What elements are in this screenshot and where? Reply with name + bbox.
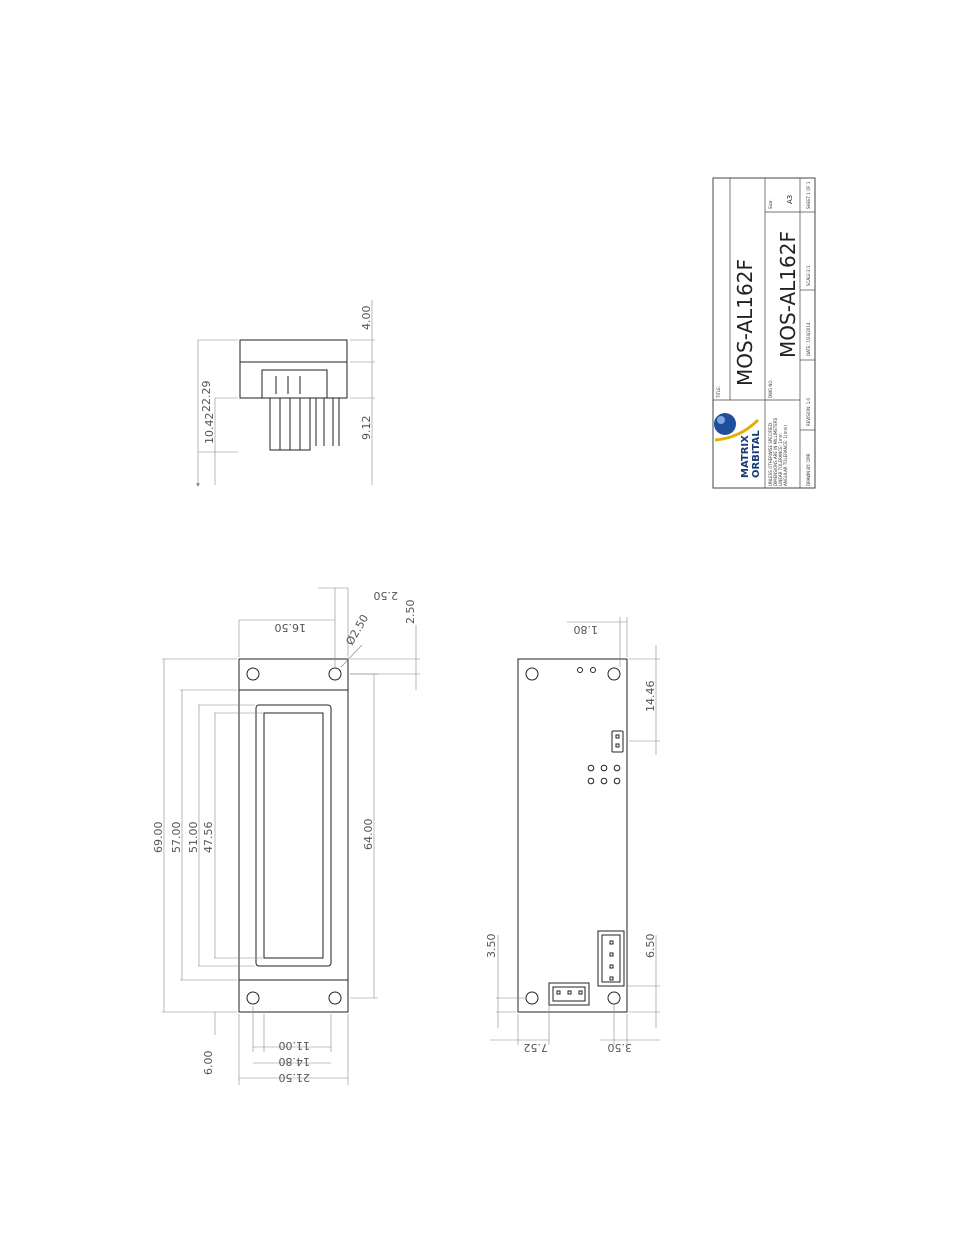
dim-3-50-right: 3.50 [608,1041,633,1054]
dim-2-50-side: 2.50 [404,600,417,625]
dim-3-50-left: 3.50 [485,934,498,959]
logo-line2: ORBITAL [751,430,762,478]
dim-14-80: 14.80 [279,1055,311,1068]
dim-10-42: 10.42 [203,413,216,445]
side-view-dims [196,300,375,487]
side-view-bezel [239,339,348,363]
dim-69-00: 69.00 [152,822,165,854]
dim-64-00: 64.00 [362,819,375,851]
dim-11-00: 11.00 [279,1039,311,1052]
front-view-window-outer [255,704,332,967]
scale: SCALE:2:1 [806,265,811,286]
dim-6-00: 6.00 [202,1051,215,1076]
dim-22-29: 22.29 [200,381,213,413]
revision: REVISION: 1.0 [806,397,811,426]
back-connector-3pin [548,982,590,1006]
back-view-board [517,658,628,1013]
back-hole-tl [525,667,539,681]
back-small-connector [611,730,624,753]
dim-57-00: 57.00 [170,822,183,854]
drawn-by: DRAWN BY: CMR [806,453,811,486]
dim-51-00: 51.00 [187,822,200,854]
mount-hole-bl [246,991,260,1005]
size-value: A3 [786,195,794,204]
dwg-number: MOS-AL162F [776,231,800,358]
note-line-3: LINEAR TOLERANCE: 1mm [778,433,783,486]
front-view-window-inner [263,712,324,959]
dim-47-56: 47.56 [202,822,215,854]
dim-4-00: 4.00 [360,306,373,331]
back-view [517,658,628,1013]
dim-dia-2-50: Ø2.50 [343,612,371,647]
front-view [238,658,349,1013]
dim-14-46: 14.46 [644,681,657,713]
back-connector-4pin [597,930,625,987]
drawing-title: MOS-AL162F [733,259,757,386]
back-hole-br [607,991,621,1005]
front-view-dims [162,587,420,1085]
dim-16-50: 16.50 [275,621,307,634]
logo-globe-icon [714,413,736,435]
side-view-dim-labels: 22.29 10.42 4.00 9.12 [200,306,373,445]
mount-hole-tr [328,667,342,681]
date: DATE: 7/24/2014 [806,322,811,356]
dwg-label: DWG NO. [768,379,773,398]
note-line-4: ANGULAR TOLERANCE: 1(mm) [783,425,788,486]
dim-1-80: 1.80 [574,623,599,636]
title-block: MATRIX ORBITAL TITLE: MOS-AL162F UNLESS … [712,177,816,489]
mount-hole-br [328,991,342,1005]
back-hole-bl [525,991,539,1005]
note-line-2: DIMENSIONS ARE IN MILLIMETERS [773,417,778,486]
dim-7-52: 7.52 [524,1041,549,1054]
dim-6-50: 6.50 [644,934,657,959]
dim-9-12: 9.12 [360,416,373,441]
note-line-1: UNLESS OTHERWISE SPECIFIED: [768,422,773,486]
title-label: TITLE: [716,386,721,399]
back-hole-tr [607,667,621,681]
back-view-dims [490,617,660,1045]
dim-21-50: 21.50 [279,1071,311,1084]
mount-hole-tl [246,667,260,681]
back-view-dim-labels: 1.80 14.46 3.50 6.50 7.52 3.50 [485,623,657,1054]
front-view-dim-labels: 69.00 57.00 51.00 47.56 64.00 16.50 2.50… [152,589,417,1084]
logo-line1: MATRIX [740,435,751,478]
dim-2-50-top: 2.50 [374,589,399,602]
front-view-bezel [238,689,349,981]
side-view-body [239,361,348,399]
size-label: Size: [768,199,773,209]
sheet: SHEET 1 OF 1 [806,181,811,209]
matrix-orbital-logo: MATRIX ORBITAL [714,413,762,478]
side-view [239,339,348,451]
front-view-board [238,658,349,1013]
side-view-connector [261,369,328,399]
